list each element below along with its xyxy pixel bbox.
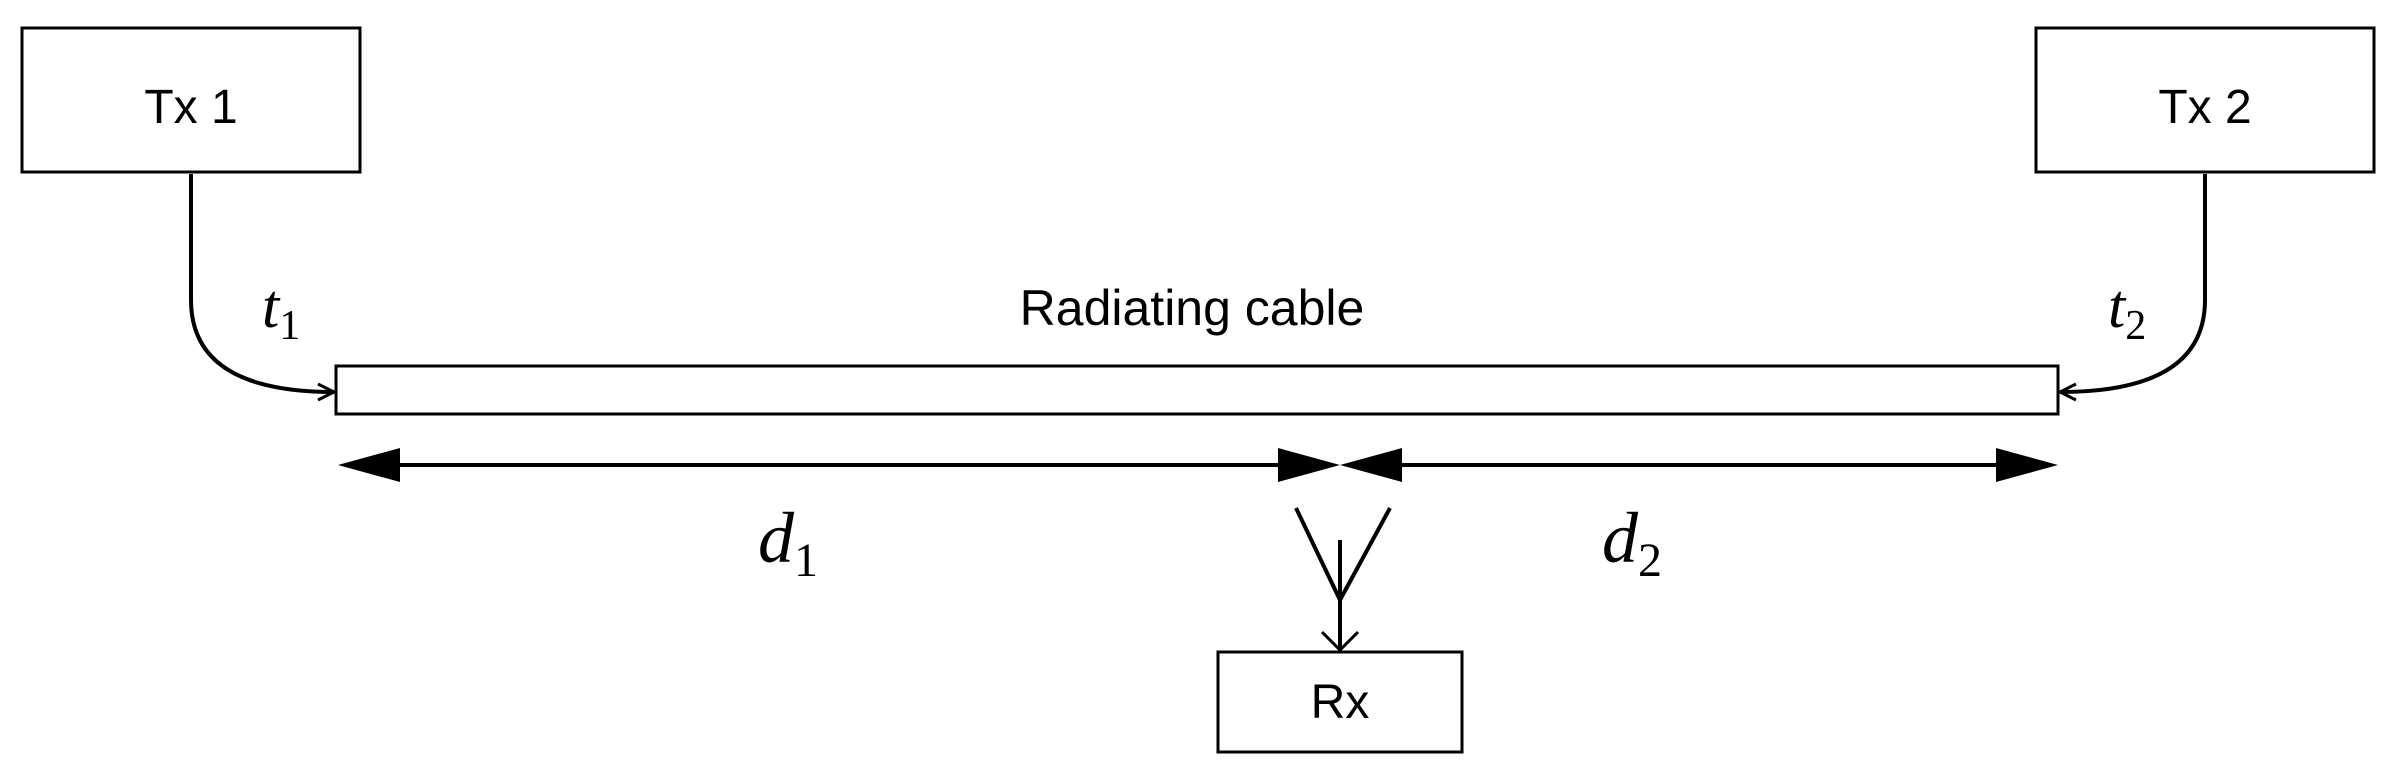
d2-label: d2 — [1602, 498, 1662, 587]
rx-block: Rx — [1216, 650, 1464, 754]
t2-label: t2 — [2108, 273, 2146, 349]
d1-label: d1 — [758, 498, 818, 587]
feed-line-t1 — [189, 174, 334, 392]
tx2-label: Tx 2 — [2158, 81, 2251, 134]
tx1-label: Tx 1 — [144, 81, 237, 134]
antenna-icon — [1294, 507, 1392, 653]
distance-d1-arrow — [338, 448, 1340, 482]
distance-d2-arrow — [1340, 448, 2058, 482]
radiating-cable — [334, 364, 2060, 416]
tx1-block: Tx 1 — [20, 26, 362, 174]
t1-label: t1 — [262, 273, 300, 349]
cable-label: Radiating cable — [1020, 280, 1365, 336]
feed-line-t2 — [2060, 174, 2207, 392]
tx2-block: Tx 2 — [2034, 26, 2376, 174]
rx-label: Rx — [1311, 676, 1370, 729]
